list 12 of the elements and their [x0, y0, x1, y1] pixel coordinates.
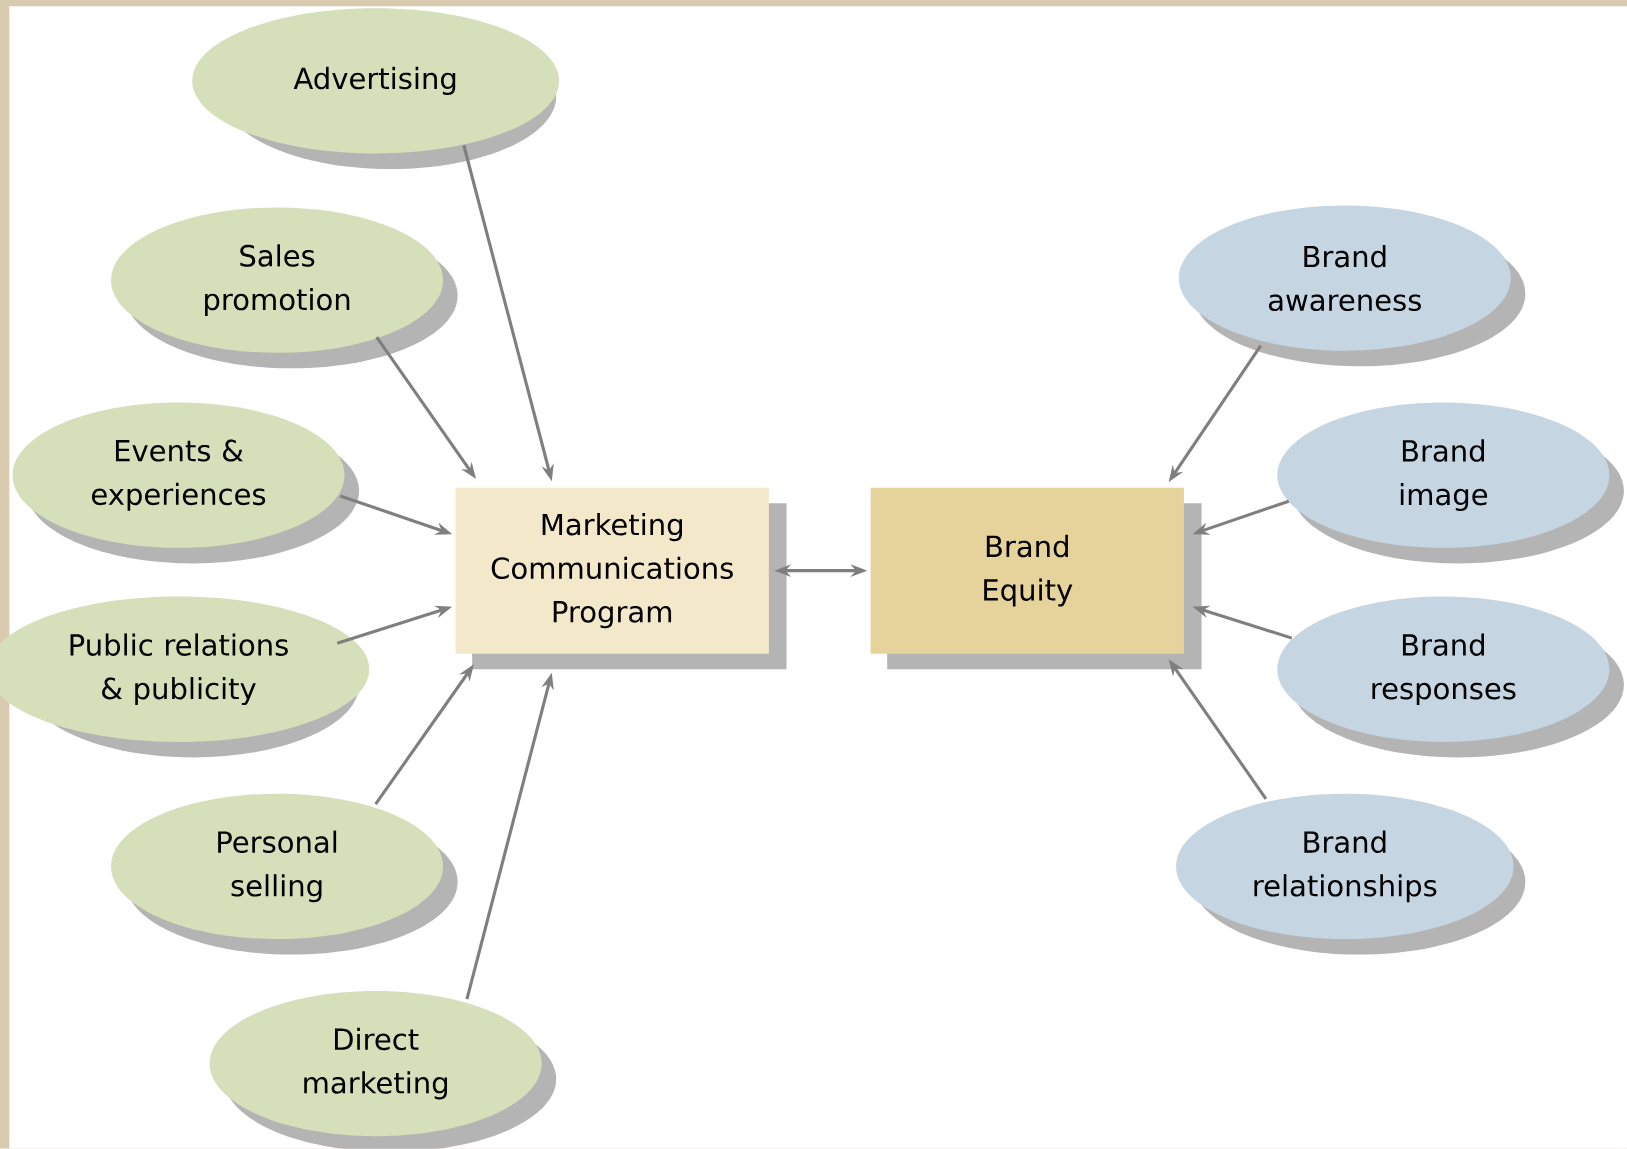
ellipse-node: Brand image [1277, 402, 1624, 564]
ellipse-node: Direct marketing [209, 991, 557, 1149]
ellipse-node: Public relations & publicity [0, 596, 370, 758]
ellipse-node: Brand responses [1277, 596, 1624, 758]
ellipse-node: Events & experiences [12, 402, 360, 564]
ellipse-node: Advertising [192, 8, 560, 170]
process-box: Brand Equity [870, 487, 1202, 670]
process-box: Marketing Communications Program [455, 487, 787, 670]
ellipse-node: Sales promotion [111, 207, 458, 369]
ellipse-node: Brand awareness [1178, 205, 1526, 367]
ellipse-node: Personal selling [111, 793, 458, 955]
ellipse-node: Brand relationships [1176, 793, 1526, 955]
